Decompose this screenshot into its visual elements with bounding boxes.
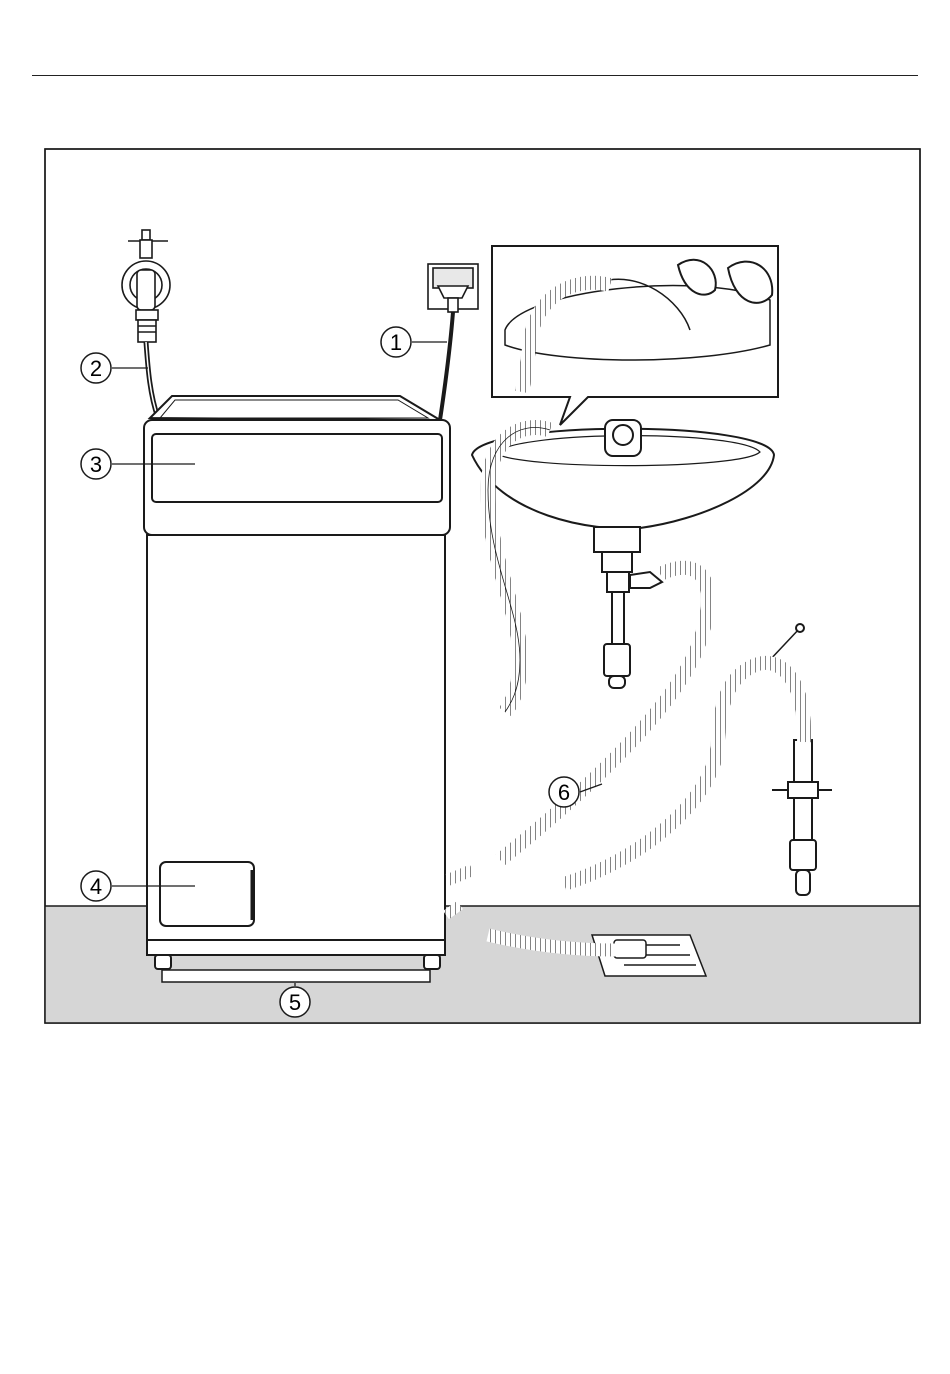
power-socket-icon	[428, 264, 478, 312]
callout-4-label: 4	[90, 874, 102, 899]
washing-machine	[144, 396, 450, 982]
callout-6-label: 6	[558, 780, 570, 805]
callout-1: 1	[381, 327, 411, 357]
callout-1-label: 1	[390, 330, 402, 355]
callout-3: 3	[81, 449, 111, 479]
callout-3-label: 3	[90, 452, 102, 477]
feet-bar	[162, 970, 430, 982]
control-panel	[152, 434, 442, 502]
service-flap	[160, 862, 254, 926]
callout-6: 6	[549, 777, 579, 807]
callout-2: 2	[81, 353, 111, 383]
callout-4: 4	[81, 871, 111, 901]
callout-5-label: 5	[289, 990, 301, 1015]
callout-2-label: 2	[90, 356, 102, 381]
